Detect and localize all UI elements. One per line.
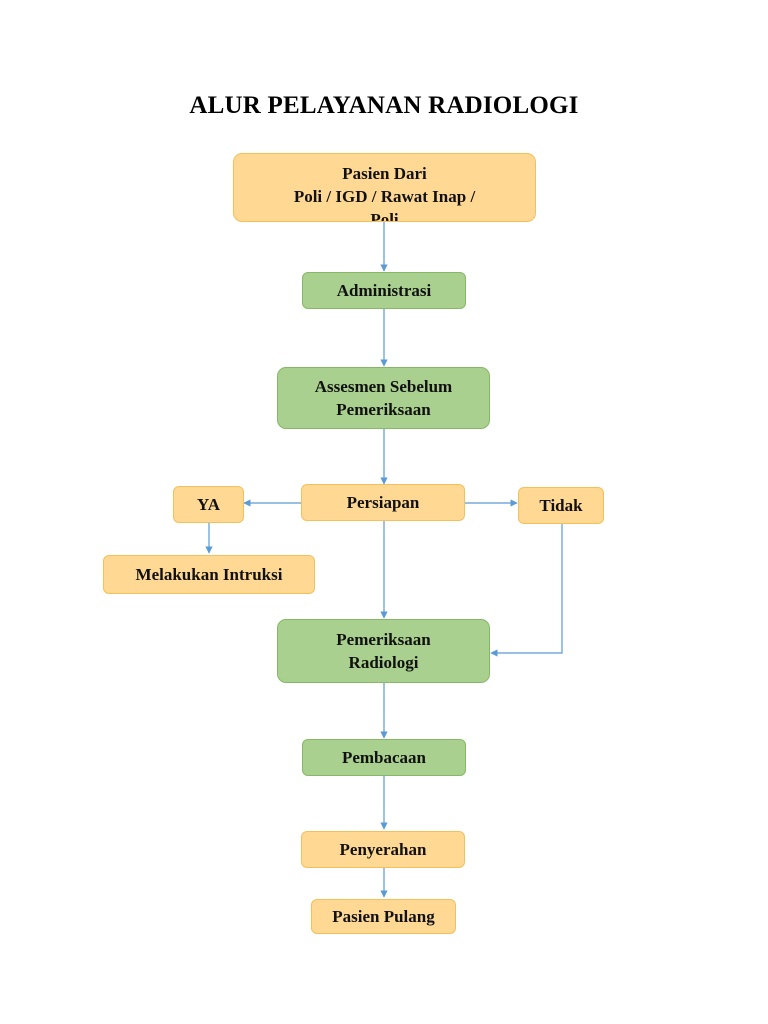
node-pasien-pulang: Pasien Pulang xyxy=(311,899,456,934)
node-melakukan-intruksi-label: Melakukan Intruksi xyxy=(135,565,283,584)
node-administrasi: Administrasi xyxy=(302,272,466,309)
node-pasien-dari: Pasien Dari Poli / IGD / Rawat Inap / Po… xyxy=(233,153,536,222)
node-tidak: Tidak xyxy=(518,487,604,524)
node-pemeriksaan-radiologi-label: Pemeriksaan Radiologi xyxy=(336,630,431,672)
node-pasien-dari-label: Pasien Dari Poli / IGD / Rawat Inap / Po… xyxy=(293,164,476,222)
node-administrasi-label: Administrasi xyxy=(336,281,432,300)
node-persiapan-label: Persiapan xyxy=(346,493,420,512)
node-assesmen: Assesmen Sebelum Pemeriksaan xyxy=(277,367,490,429)
node-persiapan: Persiapan xyxy=(301,484,465,521)
node-pembacaan-label: Pembacaan xyxy=(341,748,427,767)
node-pasien-pulang-label: Pasien Pulang xyxy=(332,907,435,926)
arrow-tidak-to-pemeriksaan xyxy=(490,523,563,657)
node-pembacaan: Pembacaan xyxy=(302,739,466,776)
node-ya: YA xyxy=(173,486,244,523)
node-penyerahan-label: Penyerahan xyxy=(339,840,427,859)
node-assesmen-label: Assesmen Sebelum Pemeriksaan xyxy=(314,377,453,419)
node-penyerahan: Penyerahan xyxy=(301,831,465,868)
node-melakukan-intruksi: Melakukan Intruksi xyxy=(103,555,315,594)
page-title: ALUR PELAYANAN RADIOLOGI xyxy=(189,92,579,119)
node-pemeriksaan-radiologi: Pemeriksaan Radiologi xyxy=(277,619,490,683)
node-tidak-label: Tidak xyxy=(539,496,583,515)
node-ya-label: YA xyxy=(197,495,220,514)
